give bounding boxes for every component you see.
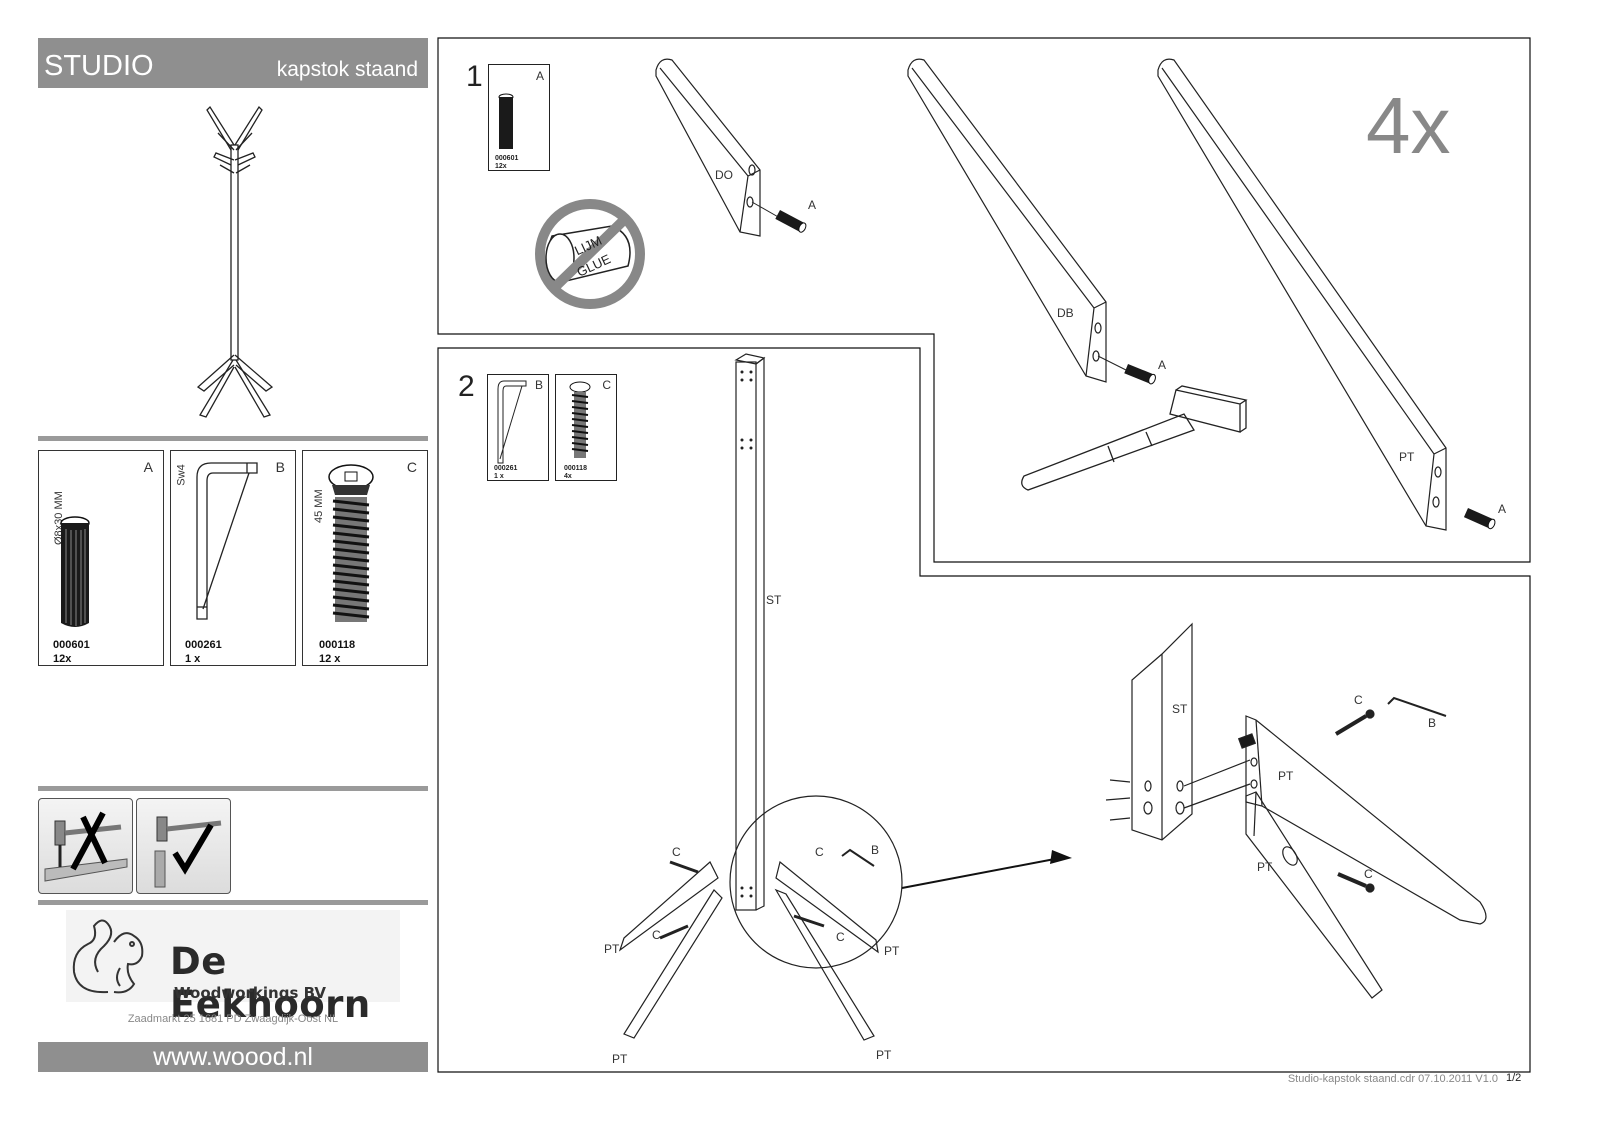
- part-letter: B: [275, 459, 285, 475]
- company-name: De Eekhoorn: [170, 940, 371, 1026]
- title-bar: STUDIO kapstok staand: [38, 38, 428, 88]
- label-pt: PT: [612, 1052, 628, 1066]
- label-pt: PT: [1257, 860, 1273, 874]
- screw-icon: [569, 381, 591, 458]
- quantity-multiplier: 4x: [1366, 81, 1451, 170]
- part-code: 000118: [319, 639, 356, 651]
- label-a: A: [808, 198, 817, 212]
- dowel-icon: [1124, 364, 1156, 385]
- screw-icon: [328, 464, 374, 622]
- no-glue-icon: [535, 199, 645, 309]
- hammer-right-icon: [154, 816, 222, 888]
- label-do: DO: [715, 168, 733, 182]
- squirrel-icon: [72, 919, 144, 994]
- file-info: Studio-kapstok staand.cdr 07.10.2011 V1.…: [1287, 1073, 1498, 1085]
- product-title: STUDIO: [44, 50, 154, 82]
- part-code: 000261: [494, 465, 518, 472]
- label-b: B: [871, 843, 880, 857]
- label-pt: PT: [1278, 769, 1294, 783]
- label-pt: PT: [884, 944, 900, 958]
- part-qty: 1 x: [185, 653, 201, 665]
- label-st: ST: [1172, 702, 1188, 716]
- arm-pt-illustration: [1157, 58, 1447, 531]
- label-pt: PT: [1399, 450, 1415, 464]
- part-box-a: A Ø8x30 MM 000601 12x: [38, 450, 164, 666]
- hammer-icon: [1021, 385, 1248, 491]
- label-c: C: [1364, 867, 1373, 881]
- label-a: A: [1498, 502, 1507, 516]
- section-divider: [38, 436, 428, 441]
- arm-do-illustration: [655, 58, 807, 237]
- company-tagline: Woodworkings BV: [174, 984, 327, 1002]
- part-code: 000601: [53, 639, 90, 651]
- label-pt: PT: [604, 942, 620, 956]
- part-qty: 12x: [495, 163, 507, 170]
- part-box-c: C 45 MM 000118 12 x: [302, 450, 428, 666]
- part-qty: 12 x: [319, 653, 341, 665]
- label-c: C: [1354, 693, 1363, 707]
- stand-assembly-illustration: [618, 353, 1061, 1041]
- page-number: 1/2: [1506, 1072, 1522, 1084]
- section-divider: [38, 900, 428, 905]
- label-c: C: [815, 845, 824, 859]
- part-letter: B: [534, 378, 543, 392]
- part-letter: A: [535, 69, 544, 83]
- company-address: Zaadmarkt 25 1681 PD Zwaagdijk-Oost NL: [127, 1013, 339, 1025]
- step-2-part-box-c: C 000118 4x: [555, 374, 617, 481]
- arrow-icon: [1050, 850, 1072, 864]
- label-a: A: [1158, 358, 1167, 372]
- dowel-icon: [60, 516, 90, 627]
- product-subtitle: kapstok staand: [276, 58, 418, 81]
- label-db: DB: [1057, 306, 1074, 320]
- step-2-part-box-b: B 000261 1 x: [487, 374, 549, 481]
- step-1-part-box: A 000601 12x: [488, 64, 550, 171]
- part-letter: C: [406, 459, 417, 475]
- dowel-icon: [498, 93, 514, 149]
- part-qty: 4x: [564, 473, 572, 480]
- label-pt: PT: [876, 1048, 892, 1062]
- part-box-b: B Sw4 000261 1 x: [170, 450, 296, 666]
- hammer-wrong-panel: [38, 798, 133, 894]
- label-c: C: [836, 930, 845, 944]
- part-code: 000601: [495, 155, 519, 162]
- dowel-icon: [1463, 507, 1496, 530]
- allen-key-icon: [196, 462, 258, 620]
- website-link[interactable]: www.woood.nl: [153, 1043, 313, 1071]
- hammer-wrong-icon: [44, 811, 128, 882]
- website-bar: www.woood.nl: [38, 1042, 428, 1072]
- part-qty: 1 x: [494, 473, 504, 480]
- part-code: 000261: [185, 639, 222, 651]
- coat-rack-overview-illustration: [196, 105, 274, 418]
- label-c: C: [652, 928, 661, 942]
- label-st: ST: [766, 593, 782, 607]
- part-qty: 12x: [53, 653, 72, 665]
- part-letter: A: [143, 459, 153, 475]
- section-divider: [38, 786, 428, 791]
- hammer-right-panel: [136, 798, 231, 894]
- arm-db-illustration: [907, 58, 1127, 383]
- label-c: C: [672, 845, 681, 859]
- label-b: B: [1428, 716, 1437, 730]
- step-1-number: 1: [466, 60, 483, 93]
- detail-view-illustration: [1105, 622, 1487, 999]
- part-code: 000118: [564, 465, 587, 472]
- allen-key-icon: [497, 380, 527, 464]
- part-letter: C: [602, 378, 611, 392]
- step-2-number: 2: [458, 370, 475, 403]
- company-logo: De Eekhoorn Woodworkings BV: [66, 910, 400, 1026]
